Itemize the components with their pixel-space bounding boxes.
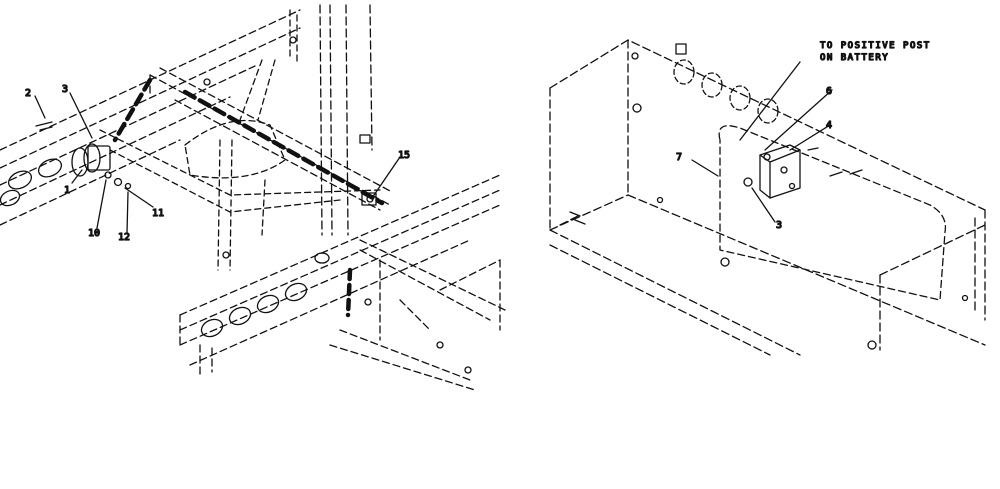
right-leader-lines [691, 61, 833, 223]
beam-stripe-left [112, 77, 153, 143]
callout-6: 6 [826, 86, 832, 97]
callout-3-right: 3 [776, 220, 782, 231]
callout-11: 11 [152, 208, 164, 219]
note-line-1: TO POSITIVE POST [820, 41, 931, 51]
callout-15: 15 [398, 150, 410, 161]
callout-4: 4 [826, 120, 832, 131]
beam-stripe [182, 89, 385, 206]
left-frame-assembly: 2 3 1 10 12 11 15 [0, 4, 506, 391]
right-battery-box-assembly: TO POSITIVE POST ON BATTERY 6 4 7 3 [549, 39, 986, 356]
frame-plate [99, 119, 381, 271]
lower-right-structure [329, 239, 506, 391]
rail-holes [0, 158, 63, 207]
battery-box [549, 39, 986, 356]
battery-outline [718, 125, 947, 301]
callout-10: 10 [88, 228, 100, 239]
bracket-15 [361, 192, 377, 206]
vertical-post [319, 4, 373, 236]
relay-unit [759, 144, 863, 199]
lower-diagonal-rail [179, 174, 501, 366]
callout-2: 2 [25, 88, 31, 99]
note-line-2: ON BATTERY [820, 53, 889, 63]
lower-stripe [345, 267, 353, 318]
vertical-strut [239, 9, 298, 236]
callout-12: 12 [118, 232, 130, 243]
lower-left-brace [199, 344, 213, 376]
callout-1: 1 [64, 185, 70, 196]
box-holes [673, 59, 779, 124]
box-fasteners [569, 43, 969, 350]
bolts [203, 36, 472, 374]
lower-rail-holes [200, 252, 330, 338]
solenoid-assembly [35, 121, 132, 190]
nut-3 [743, 177, 753, 187]
leader-lines [34, 92, 401, 234]
callout-3: 3 [62, 84, 68, 95]
callout-7: 7 [676, 152, 682, 163]
